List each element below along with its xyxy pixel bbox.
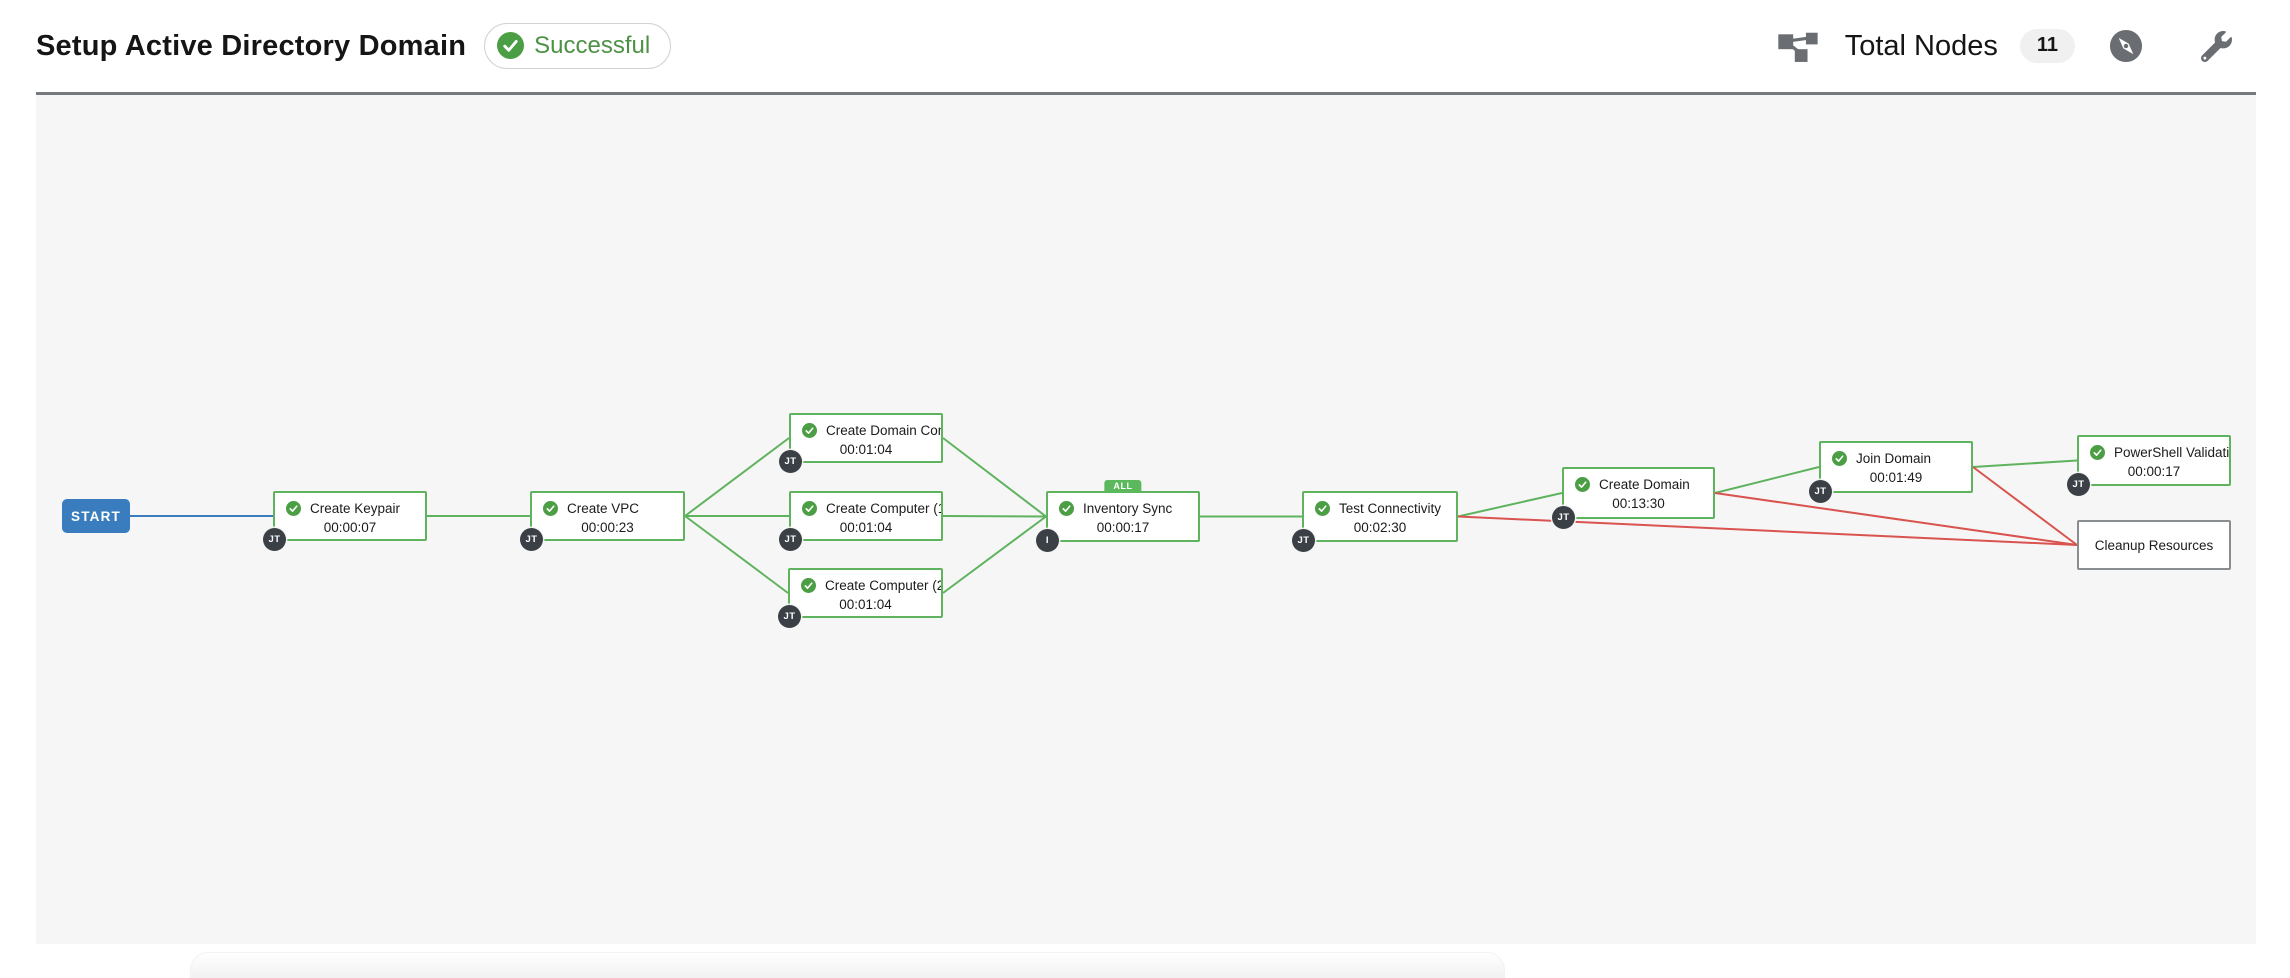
workflow-link-create-vpc-to-create-domain-controller [684, 437, 790, 517]
workflow-link-create-vpc-to-create-computer-2 [684, 515, 789, 594]
node-label: Inventory Sync [1083, 501, 1173, 516]
node-success-icon [1575, 477, 1590, 492]
node-title-row: Create Domain Contr... [791, 415, 941, 438]
node-elapsed-time: 00:00:17 [2127, 464, 2181, 479]
node-convergence-tag: ALL [1104, 480, 1142, 493]
header-left: Setup Active Directory Domain Successful [36, 23, 672, 69]
wrench-icon [2201, 30, 2232, 62]
workflow-node-cleanup-resources[interactable]: Cleanup Resources [2077, 520, 2231, 570]
node-success-icon [543, 501, 558, 516]
node-success-icon [1059, 501, 1074, 516]
legend-panel-edge [190, 952, 1505, 978]
node-type-badge: JT [778, 605, 801, 628]
node-type-badge: JT [263, 528, 286, 551]
node-label: Create Keypair [310, 501, 401, 516]
wrench-button[interactable] [2201, 30, 2232, 62]
compass-icon [2109, 29, 2143, 63]
node-elapsed-time: 00:00:23 [581, 520, 634, 535]
workflow-start-node[interactable]: START [62, 499, 130, 533]
total-nodes-count: 11 [2019, 29, 2075, 63]
status-badge-label: Successful [534, 31, 651, 59]
node-success-icon [802, 501, 817, 516]
node-elapsed-time: 00:01:04 [839, 597, 892, 612]
node-type-badge: JT [520, 528, 543, 551]
total-nodes-label: Total Nodes [1844, 29, 1998, 62]
node-elapsed-time: 00:02:30 [1353, 520, 1407, 535]
node-label: Create Domain [1599, 477, 1690, 492]
node-label: Test Connectivity [1339, 501, 1442, 516]
node-label: PowerShell Validation [2114, 445, 2229, 460]
node-title-row: Create Computer (2) [790, 570, 941, 593]
node-type-badge: JT [1292, 529, 1315, 552]
workflow-link-join-domain-to-cleanup-resources [1972, 466, 2078, 546]
check-circle-icon [497, 32, 525, 59]
header-right: Total Nodes 11 [1776, 29, 2232, 63]
compass-button[interactable] [2109, 29, 2143, 63]
node-type-badge: JT [1552, 506, 1575, 529]
node-label: Cleanup Resources [2094, 537, 2214, 553]
node-success-icon [2090, 445, 2105, 460]
workflow-link-create-domain-to-join-domain [1714, 466, 1820, 494]
node-title-row: Create Domain [1564, 469, 1713, 492]
node-success-icon [801, 578, 816, 593]
node-success-icon [1832, 451, 1847, 466]
node-type-badge: I [1036, 529, 1059, 552]
workflow-output-header: Setup Active Directory Domain Successful… [0, 0, 2290, 92]
page-title: Setup Active Directory Domain [36, 29, 467, 62]
workflow-link-test-connectivity-to-create-domain [1457, 492, 1563, 518]
node-type-badge: JT [1809, 480, 1832, 503]
node-label: Join Domain [1856, 451, 1932, 466]
node-title-row: Create VPC [532, 493, 683, 516]
node-success-icon [1315, 501, 1330, 516]
node-type-badge: JT [779, 450, 802, 473]
node-type-badge: JT [2067, 473, 2090, 496]
node-elapsed-time: 00:00:17 [1096, 520, 1150, 535]
node-label: Create VPC [567, 501, 640, 516]
node-title-row: Join Domain [1821, 443, 1971, 466]
node-title-row: Create Computer (1) [791, 493, 941, 516]
node-elapsed-time: 00:01:04 [839, 442, 893, 457]
node-success-icon [286, 501, 301, 516]
node-label: Create Computer (2) [825, 578, 941, 593]
node-elapsed-time: 00:00:07 [323, 520, 377, 535]
workflow-link-create-computer-1-to-inventory-sync [942, 515, 1047, 518]
node-type-badge: JT [779, 528, 802, 551]
node-label: Create Computer (1) [826, 501, 941, 516]
node-title-row: Create Keypair [275, 493, 425, 516]
node-title-row: Test Connectivity [1304, 493, 1456, 516]
node-elapsed-time: 00:01:49 [1869, 470, 1923, 485]
workflow-link-create-computer-2-to-inventory-sync [942, 515, 1047, 594]
workflow-link-create-domain-to-cleanup-resources [1714, 492, 2078, 546]
node-title-row: PowerShell Validation [2079, 437, 2229, 460]
workflow-link-join-domain-to-powershell-validation [1972, 459, 2078, 468]
node-title-row: Inventory Sync [1048, 493, 1198, 516]
node-elapsed-time: 00:01:04 [839, 520, 893, 535]
node-label: Create Domain Contr... [826, 423, 941, 438]
node-elapsed-time: 00:13:30 [1612, 496, 1665, 511]
workflow-link-create-domain-controller-to-inventory-sync [942, 437, 1047, 518]
status-badge: Successful [484, 23, 672, 69]
node-success-icon [802, 423, 817, 438]
topology-icon [1776, 29, 1821, 63]
